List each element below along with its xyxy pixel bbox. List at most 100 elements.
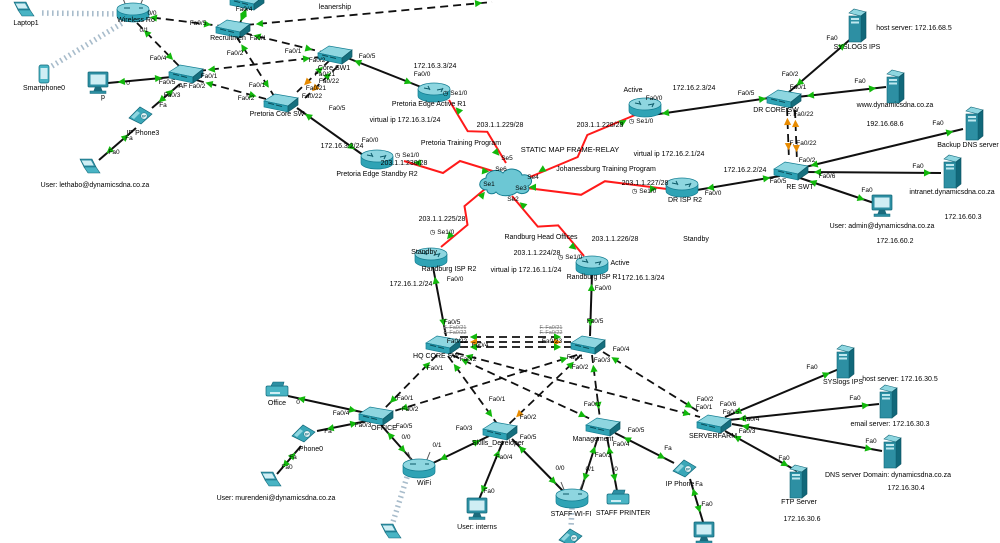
link-crossover-11[interactable] [304,65,339,99]
device-wifi-laptop[interactable] [380,523,402,539]
device-ip-phone3[interactable]: IP [128,106,153,125]
device-frame-relay-cloud[interactable] [479,168,533,197]
device-label-office-sw: OFFICE [371,425,397,432]
device-intranet-server[interactable] [943,154,962,189]
link-up-arrow-icon [154,74,163,83]
link-serial-20[interactable] [511,195,585,257]
port-label-73: Fa0/4 [333,410,350,417]
device-label-email-server: email server: 172.16.30.3 [851,421,930,428]
device-management-sw[interactable] [585,417,621,437]
device-staff-wifi[interactable] [555,481,589,509]
link-serial-19[interactable] [440,183,492,248]
link-crossover-40[interactable] [455,352,701,418]
device-af-switch[interactable] [168,64,204,84]
link-serial-22[interactable] [529,114,636,178]
device-label-dns-server: DNS server Domain: dynamicsdna.co.za [825,472,951,479]
link-wireless-0[interactable] [41,10,121,17]
device-syslogs-ips[interactable] [848,8,867,43]
device-dr-isp-r2[interactable] [665,177,699,198]
device-wireless-router0[interactable] [116,0,150,23]
device-hq-core-sw[interactable] [425,335,461,355]
link-wireless-61[interactable] [568,507,575,529]
device-pc-p[interactable] [87,71,109,94]
laptop-icon [380,523,402,539]
device-top-switch[interactable] [229,0,265,11]
link-ethernet-57[interactable] [728,403,880,421]
link-crossover-3[interactable] [136,22,181,68]
link-crossover-39[interactable] [451,354,596,422]
device-phone0[interactable]: IP [291,424,316,443]
link-crossover-41[interactable] [390,354,578,413]
link-serial-18[interactable] [403,159,500,175]
device-laptop-murendeni[interactable] [260,471,282,487]
link-crossover-44[interactable] [602,351,702,414]
link-ethernet-47[interactable] [276,445,302,475]
link-ethernet-16[interactable] [98,127,137,161]
device-dr-core-sw[interactable] [766,89,802,109]
device-pretoria-core-sw[interactable] [263,93,299,113]
link-ethernet-23[interactable] [651,96,777,116]
link-ethernet-46[interactable] [316,420,368,432]
link-serial-17[interactable] [448,99,507,164]
device-interns-pc[interactable] [466,497,488,520]
device-laptop-lethabo[interactable] [79,158,101,174]
link-blocked-icon [784,142,792,151]
note-label-13: 172.16.2.2/24 [724,167,767,174]
port-label-94: 0 [614,466,618,473]
port-label-58: Fa0/22 [447,338,468,345]
device-randburg-isp-r1[interactable] [575,255,609,276]
link-ethernet-56[interactable] [724,368,840,418]
link-ethernet-29[interactable] [800,128,964,169]
device-re-swt[interactable] [773,161,809,181]
device-admin-pc[interactable] [871,194,893,217]
device-backup-dns[interactable] [965,106,984,141]
link-crossover-27[interactable] [786,107,790,161]
link-ethernet-55[interactable] [689,478,704,523]
device-email-server[interactable] [879,384,898,419]
device-bottom-pc[interactable] [693,521,715,543]
device-www-server[interactable] [886,69,905,104]
link-ethernet-52[interactable] [580,436,599,491]
link-crossover-8[interactable] [197,56,321,72]
device-dr-isp-r1[interactable] [628,97,662,118]
device-hq-sw2[interactable] [570,335,606,355]
device-core-sw1[interactable] [317,45,353,65]
device-recruitmen-sw[interactable] [215,19,251,39]
device-wifi-router[interactable] [402,451,436,479]
device-office-printer[interactable] [265,381,289,397]
device-syslogs-ips-2[interactable] [836,344,855,379]
device-skills-sw[interactable] [482,421,518,441]
port-label-30: Se6 [495,166,507,173]
link-crossover-28[interactable] [794,109,798,163]
link-serial-21[interactable] [518,180,668,196]
link-up-arrow-icon [460,358,469,366]
link-ethernet-53[interactable] [606,436,618,492]
link-ethernet-30[interactable] [803,171,942,174]
switch-icon [263,93,299,113]
device-laptop1[interactable] [13,1,35,17]
port-label-4: Fa0/1 [250,35,267,42]
device-serverfarm-sw[interactable] [696,414,732,434]
device-pretoria-edge-r2[interactable] [360,149,394,170]
link-crossover-5[interactable] [245,1,493,26]
link-blocked-icon [792,144,800,153]
device-ip-phone-b[interactable]: IP [672,459,697,478]
link-blocked-icon [784,117,792,126]
device-randburg-isp-r2[interactable] [414,247,448,268]
link-ethernet-15[interactable] [151,83,181,109]
link-ethernet-48[interactable] [380,424,413,461]
device-dns-server[interactable] [883,434,902,469]
device-pretoria-edge-r1[interactable] [417,82,451,103]
device-staff-phone[interactable]: IP [558,528,583,543]
link-ethernet-58[interactable] [731,423,883,452]
note-label-20: 203.1.1.226/28 [592,236,639,243]
device-ftp-server[interactable] [789,464,808,499]
device-smartphone0[interactable] [38,64,50,84]
port-label-20: Fa0/22 [319,78,340,85]
link-wireless-1[interactable] [50,19,126,69]
link-up-arrow-icon [813,168,822,176]
device-office-sw[interactable] [358,406,394,426]
link-crossover-10[interactable] [296,59,331,93]
device-staff-printer[interactable] [606,489,630,505]
